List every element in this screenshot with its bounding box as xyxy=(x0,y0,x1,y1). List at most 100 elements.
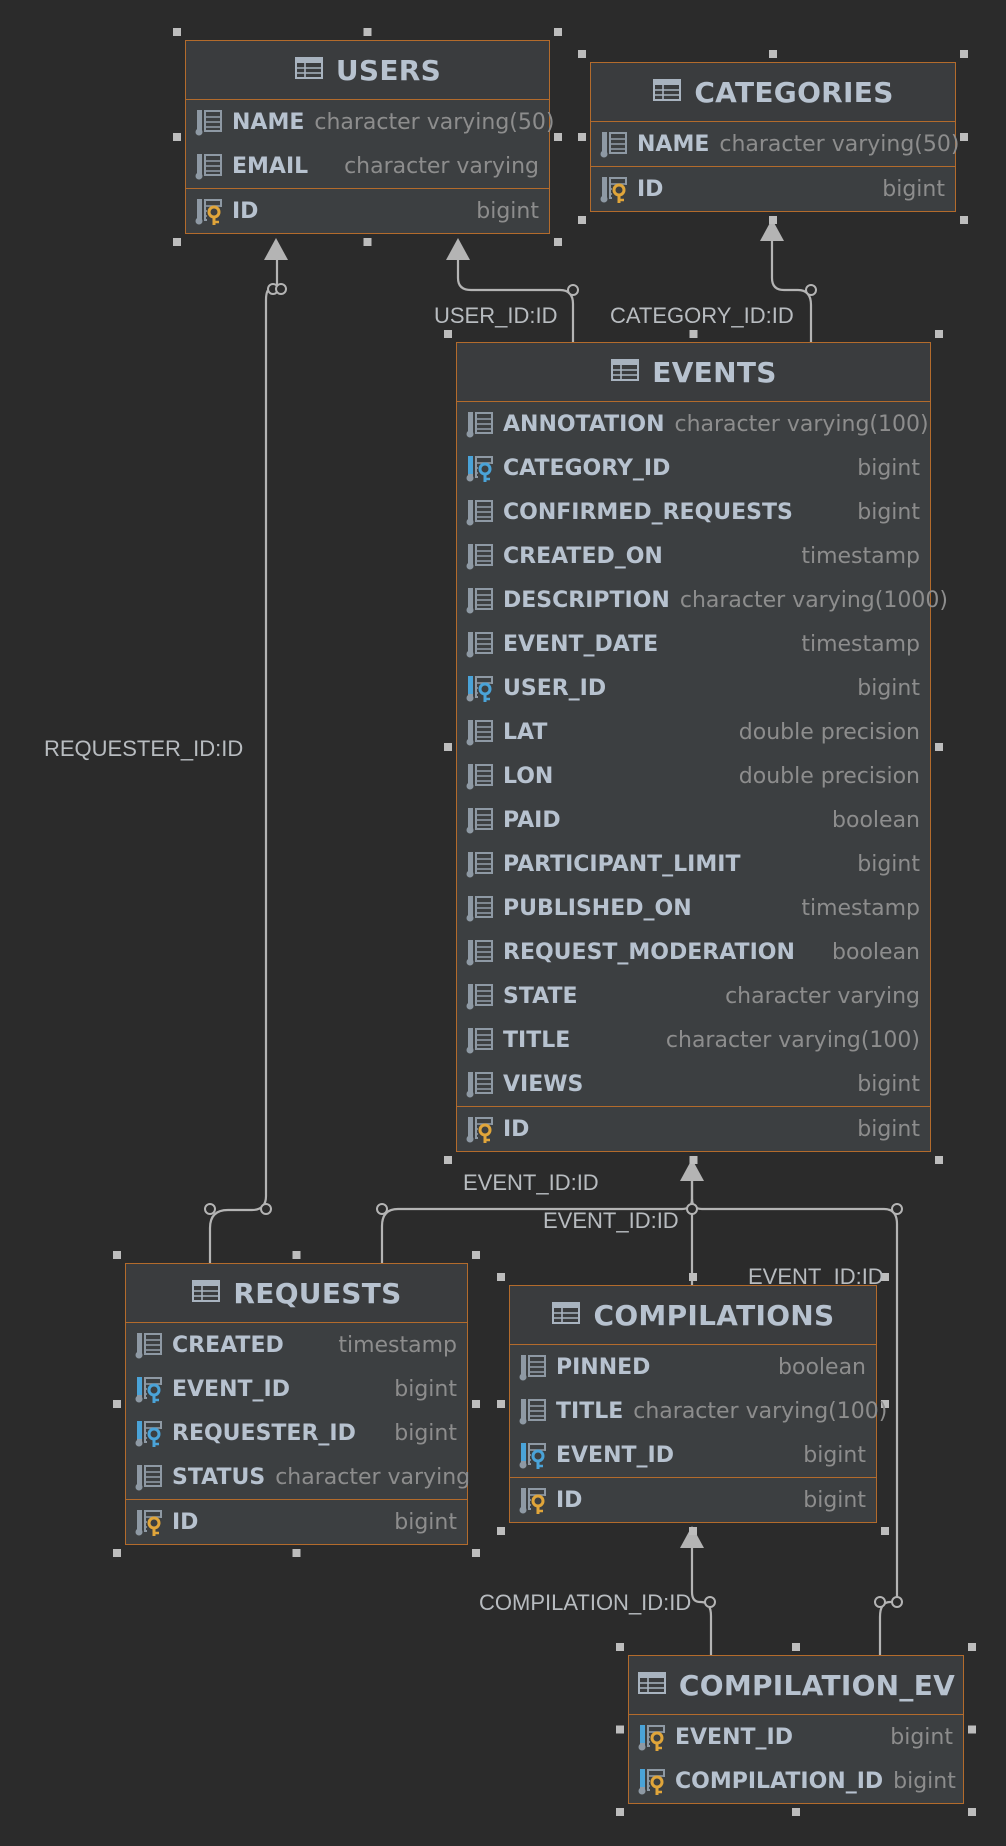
selection-handle[interactable] xyxy=(968,1808,976,1816)
selection-handle[interactable] xyxy=(554,238,562,246)
selection-handle[interactable] xyxy=(881,1400,889,1408)
selection-handle[interactable] xyxy=(689,330,698,338)
selection-handle[interactable] xyxy=(113,1549,121,1557)
selection-handle[interactable] xyxy=(173,133,181,141)
selection-handle[interactable] xyxy=(616,1808,624,1816)
column-type: timestamp xyxy=(801,543,920,569)
column-type: character varying(100) xyxy=(665,1027,920,1053)
selection-handle[interactable] xyxy=(616,1643,624,1651)
selection-handle[interactable] xyxy=(578,216,586,224)
foreign-key-icon xyxy=(134,1374,164,1404)
selection-handle[interactable] xyxy=(497,1527,505,1535)
selection-handle[interactable] xyxy=(113,1400,121,1408)
selection-handle[interactable] xyxy=(472,1549,480,1557)
selection-handle[interactable] xyxy=(960,216,968,224)
table-header[interactable]: COMPILATIONS xyxy=(510,1286,876,1345)
selection-handle[interactable] xyxy=(689,1527,697,1535)
selection-handle[interactable] xyxy=(554,133,562,141)
selection-handle[interactable] xyxy=(578,133,586,141)
selection-handle[interactable] xyxy=(444,743,452,751)
selection-handle[interactable] xyxy=(935,330,943,338)
selection-handle[interactable] xyxy=(960,133,968,141)
selection-handle[interactable] xyxy=(769,50,777,58)
selection-handle[interactable] xyxy=(292,1251,301,1259)
key-separator xyxy=(186,188,549,189)
selection-handle[interactable] xyxy=(113,1251,121,1259)
selection-handle[interactable] xyxy=(689,1156,698,1164)
selection-handle[interactable] xyxy=(968,1725,976,1734)
selection-handle[interactable] xyxy=(292,1549,301,1557)
column-icon xyxy=(465,805,495,835)
table-header[interactable]: REQUESTS xyxy=(126,1264,467,1323)
column-name: ID xyxy=(556,1487,583,1513)
column-icon xyxy=(518,1396,548,1426)
selection-handle[interactable] xyxy=(363,238,372,246)
selection-handle[interactable] xyxy=(472,1251,480,1259)
selection-handle[interactable] xyxy=(935,1156,943,1164)
selection-handle[interactable] xyxy=(554,28,562,36)
selection-handle[interactable] xyxy=(616,1725,624,1734)
selection-handle[interactable] xyxy=(578,50,586,58)
selection-handle[interactable] xyxy=(792,1808,800,1816)
selection-handle[interactable] xyxy=(960,50,968,58)
selection-handle[interactable] xyxy=(881,1527,889,1535)
selection-handle[interactable] xyxy=(363,28,372,36)
selection-handle[interactable] xyxy=(769,216,777,224)
selection-handle[interactable] xyxy=(935,743,943,751)
table-header[interactable]: EVENTS xyxy=(457,343,930,402)
selection-handle[interactable] xyxy=(689,1273,697,1281)
selection-handle[interactable] xyxy=(497,1273,505,1281)
selection-handle[interactable] xyxy=(444,1156,452,1164)
selection-handle[interactable] xyxy=(792,1643,800,1651)
selection-handle[interactable] xyxy=(444,330,452,338)
table-header[interactable]: USERS xyxy=(186,41,549,100)
table-header[interactable]: CATEGORIES xyxy=(591,63,955,122)
selection-handle[interactable] xyxy=(968,1643,976,1651)
selection-handle[interactable] xyxy=(173,28,181,36)
selection-handle[interactable] xyxy=(497,1400,505,1408)
selection-handle[interactable] xyxy=(173,238,181,246)
table-header[interactable]: COMPILATION_EV xyxy=(629,1656,963,1715)
selection-handle[interactable] xyxy=(881,1273,889,1281)
selection-handle[interactable] xyxy=(472,1400,480,1408)
